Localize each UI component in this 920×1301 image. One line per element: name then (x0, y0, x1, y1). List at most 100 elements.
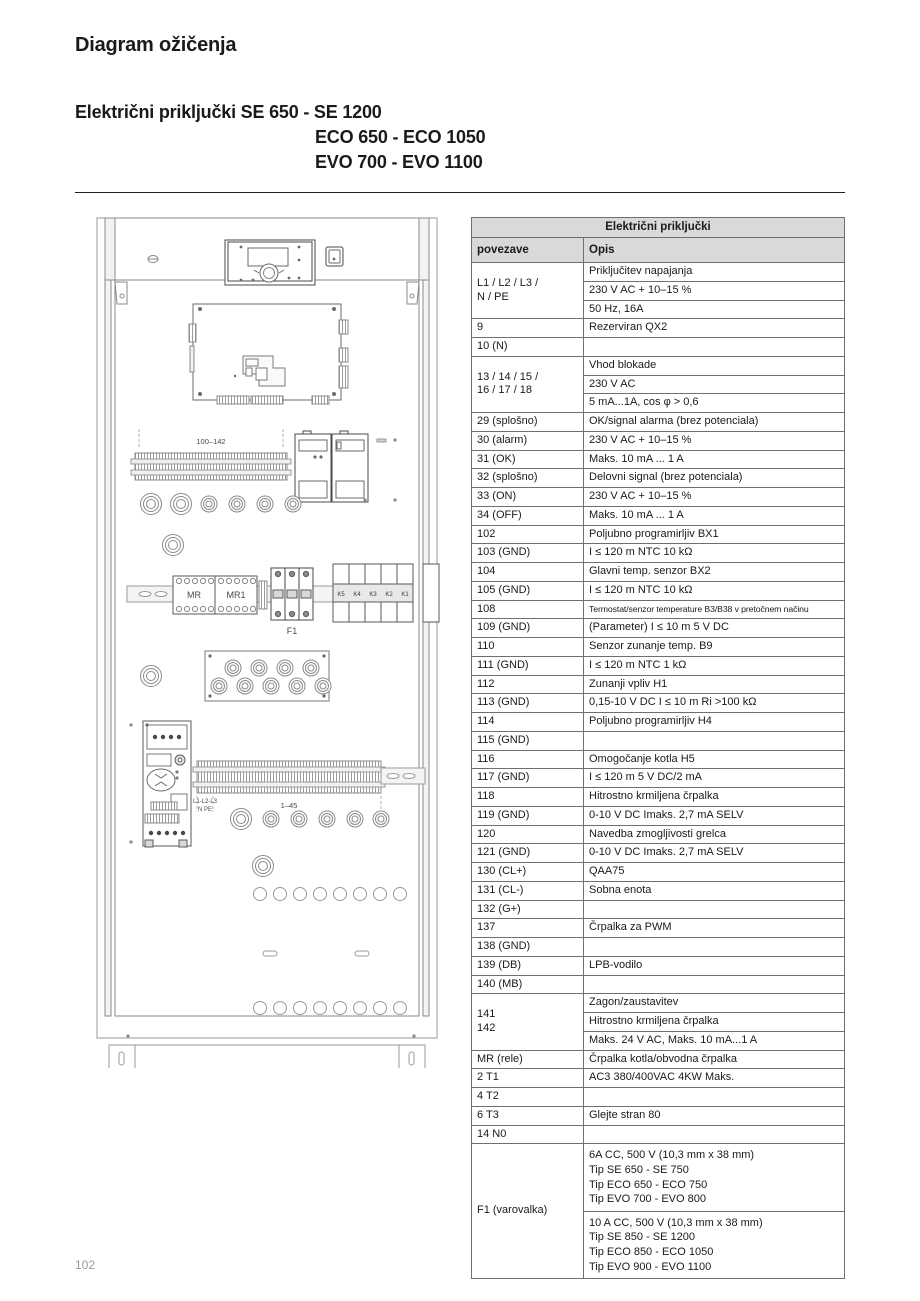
terminal-cell: 108 (471, 599, 584, 620)
table-row: F1 (varovalka) 6A CC, 500 V (10,3 mm x 3… (471, 1143, 845, 1280)
terminal-cell: 4 T2 (471, 1087, 584, 1107)
description-cell (583, 730, 845, 751)
table-row: 6 T3 Glejte stran 80 (471, 1105, 845, 1126)
table-row: 29 (splošno) OK/signal alarma (brez pote… (471, 412, 845, 432)
description-cell: 0-10 V DC Imaks. 2,7 mA SELV (583, 805, 845, 826)
description-cell: Črpalka kotla/obvodna črpalka (583, 1049, 845, 1070)
terminal-cell: MR (rele) (471, 1049, 584, 1070)
table-row: 103 (GND) I ≤ 120 m NTC 10 kΩ (471, 543, 845, 563)
description-cell: Hitrostno krmiljena črpalka (583, 1012, 845, 1032)
table-row: 10 (N) (471, 337, 845, 357)
description-cell: I ≤ 120 m 5 V DC/2 mA (583, 768, 845, 788)
description-cell: 50 Hz, 16A (583, 299, 845, 320)
table-row: 137 Črpalka za PWM (471, 918, 845, 938)
header-divider (75, 192, 845, 193)
description-cell (583, 1124, 845, 1145)
terminal-cell: F1 (varovalka) (471, 1143, 584, 1280)
table-row: 109 (GND) (Parameter) I ≤ 10 m 5 V DC (471, 618, 845, 638)
table-row: 131 (CL-) Sobna enota (471, 880, 845, 901)
terminal-cell: 32 (splošno) (471, 468, 584, 488)
terminal-cell: 131 (CL-) (471, 880, 584, 901)
description-cell (583, 937, 845, 957)
terminal-strip-lower-label: 1–45 (281, 801, 298, 810)
table-row: 132 (G+) (471, 899, 845, 920)
description-cell: Zunanji vpliv H1 (583, 674, 845, 695)
table-row: 139 (DB) LPB-vodilo (471, 955, 845, 976)
description-cell: I ≤ 120 m NTC 10 kΩ (583, 580, 845, 601)
description-cell: Priključitev napajanja (583, 262, 845, 282)
description-cell: OK/signal alarma (brez potenciala) (583, 412, 845, 432)
fuse-label-f1: F1 (287, 626, 298, 636)
document-subtitle: Električni priključki SE 650 - SE 1200 E… (75, 100, 486, 175)
terminal-cell: 34 (OFF) (471, 505, 584, 526)
table-row: 10 A CC, 500 V (10,3 mm x 38 mm) Tip SE … (472, 1210, 845, 1280)
contactor-label-k1: K1 (401, 592, 409, 598)
description-cell (583, 899, 845, 920)
terminal-cell: 13 / 14 / 15 / 16 / 17 / 18 (471, 355, 584, 414)
description-cell: Rezerviran QX2 (583, 318, 845, 338)
table-row: 102 Poljubno programirljiv BX1 (471, 524, 845, 545)
terminal-cell: 104 (471, 562, 584, 582)
terminal-cell: 132 (G+) (471, 899, 584, 920)
terminal-cell: 102 (471, 524, 584, 545)
description-cell: Delovni signal (brez potenciala) (583, 468, 845, 488)
description-cell: Omogočanje kotla H5 (583, 749, 845, 770)
table-row: 110 Senzor zunanje temp. B9 (471, 637, 845, 657)
terminal-strip-upper-label: 100–142 (196, 437, 225, 446)
terminal-cell: 111 (GND) (471, 655, 584, 676)
description-cell: Poljubno programirljiv BX1 (583, 524, 845, 545)
table-row: 119 (GND) 0-10 V DC Imaks. 2,7 mA SELV (471, 805, 845, 826)
description-cell: 0-10 V DC Imaks. 2,7 mA SELV (583, 843, 845, 863)
terminal-cell: 29 (splošno) (471, 412, 584, 432)
description-cell: Maks. 24 V AC, Maks. 10 mA...1 A (583, 1030, 845, 1051)
subtitle-line-3: EVO 700 - EVO 1100 (315, 152, 483, 172)
table-row: 130 (CL+) QAA75 (471, 862, 845, 882)
description-cell: 230 V AC + 10–15 % (583, 487, 845, 507)
table-row: 114 Poljubno programirljiv H4 (471, 712, 845, 732)
description-cell: Hitrostno krmiljena črpalka (583, 787, 845, 807)
table-row: Hitrostno krmiljena črpalka (472, 1012, 845, 1032)
table-row: 14 N0 (471, 1124, 845, 1145)
table-row: 13 / 14 / 15 / 16 / 17 / 18 Vhod blokade (471, 355, 845, 414)
terminal-cell: 116 (471, 749, 584, 770)
description-cell: 230 V AC + 10–15 % (583, 430, 845, 451)
description-cell: Glejte stran 80 (583, 1105, 845, 1126)
description-cell: 10 A CC, 500 V (10,3 mm x 38 mm) Tip SE … (583, 1210, 845, 1280)
contactor-label-k3: K3 (369, 592, 377, 598)
electrical-connections-table: Električni priključki povezave Opis L1 /… (471, 217, 845, 1280)
description-cell (583, 1087, 845, 1107)
description-cell: Zagon/zaustavitev (583, 993, 845, 1013)
terminal-cell: 14 N0 (471, 1124, 584, 1145)
table-header-row: povezave Opis (471, 237, 845, 263)
table-row: 108 Termostat/senzor temperature B3/B38 … (471, 599, 845, 620)
column-header-terminals: povezave (471, 237, 584, 263)
description-cell: 230 V AC (583, 374, 845, 395)
terminal-cell: 9 (471, 318, 584, 338)
terminal-cell: 33 (ON) (471, 487, 584, 507)
description-cell: Senzor zunanje temp. B9 (583, 637, 845, 657)
table-row: 2 T1 AC3 380/400VAC 4KW Maks. (471, 1068, 845, 1088)
table-row: 33 (ON) 230 V AC + 10–15 % (471, 487, 845, 507)
terminal-cell: 30 (alarm) (471, 430, 584, 451)
terminal-cell: 105 (GND) (471, 580, 584, 601)
wiring-cabinet-diagram: K5 K4 K3 K2 K1 (93, 216, 441, 1068)
description-cell: Termostat/senzor temperature B3/B38 v pr… (583, 599, 845, 620)
description-cell (583, 337, 845, 357)
table-row: 113 (GND) 0,15-10 V DC I ≤ 10 m Ri >100 … (471, 693, 845, 713)
description-cell: QAA75 (583, 862, 845, 882)
terminal-cell: 139 (DB) (471, 955, 584, 976)
terminal-cell: 140 (MB) (471, 974, 584, 995)
terminal-cell: 138 (GND) (471, 937, 584, 957)
table-row: 105 (GND) I ≤ 120 m NTC 10 kΩ (471, 580, 845, 601)
table-row: 138 (GND) (471, 937, 845, 957)
terminal-cell: L1 / L2 / L3 / N / PE (471, 261, 584, 320)
table-row: 112 Zunanji vpliv H1 (471, 674, 845, 695)
table-row: 111 (GND) I ≤ 120 m NTC 1 kΩ (471, 655, 845, 676)
terminal-cell: 31 (OK) (471, 449, 584, 470)
column-header-description: Opis (583, 237, 845, 263)
terminal-cell: 2 T1 (471, 1068, 584, 1088)
table-row: 140 (MB) (471, 974, 845, 995)
description-cell: Poljubno programirljiv H4 (583, 712, 845, 732)
page-number: 102 (75, 1258, 96, 1272)
